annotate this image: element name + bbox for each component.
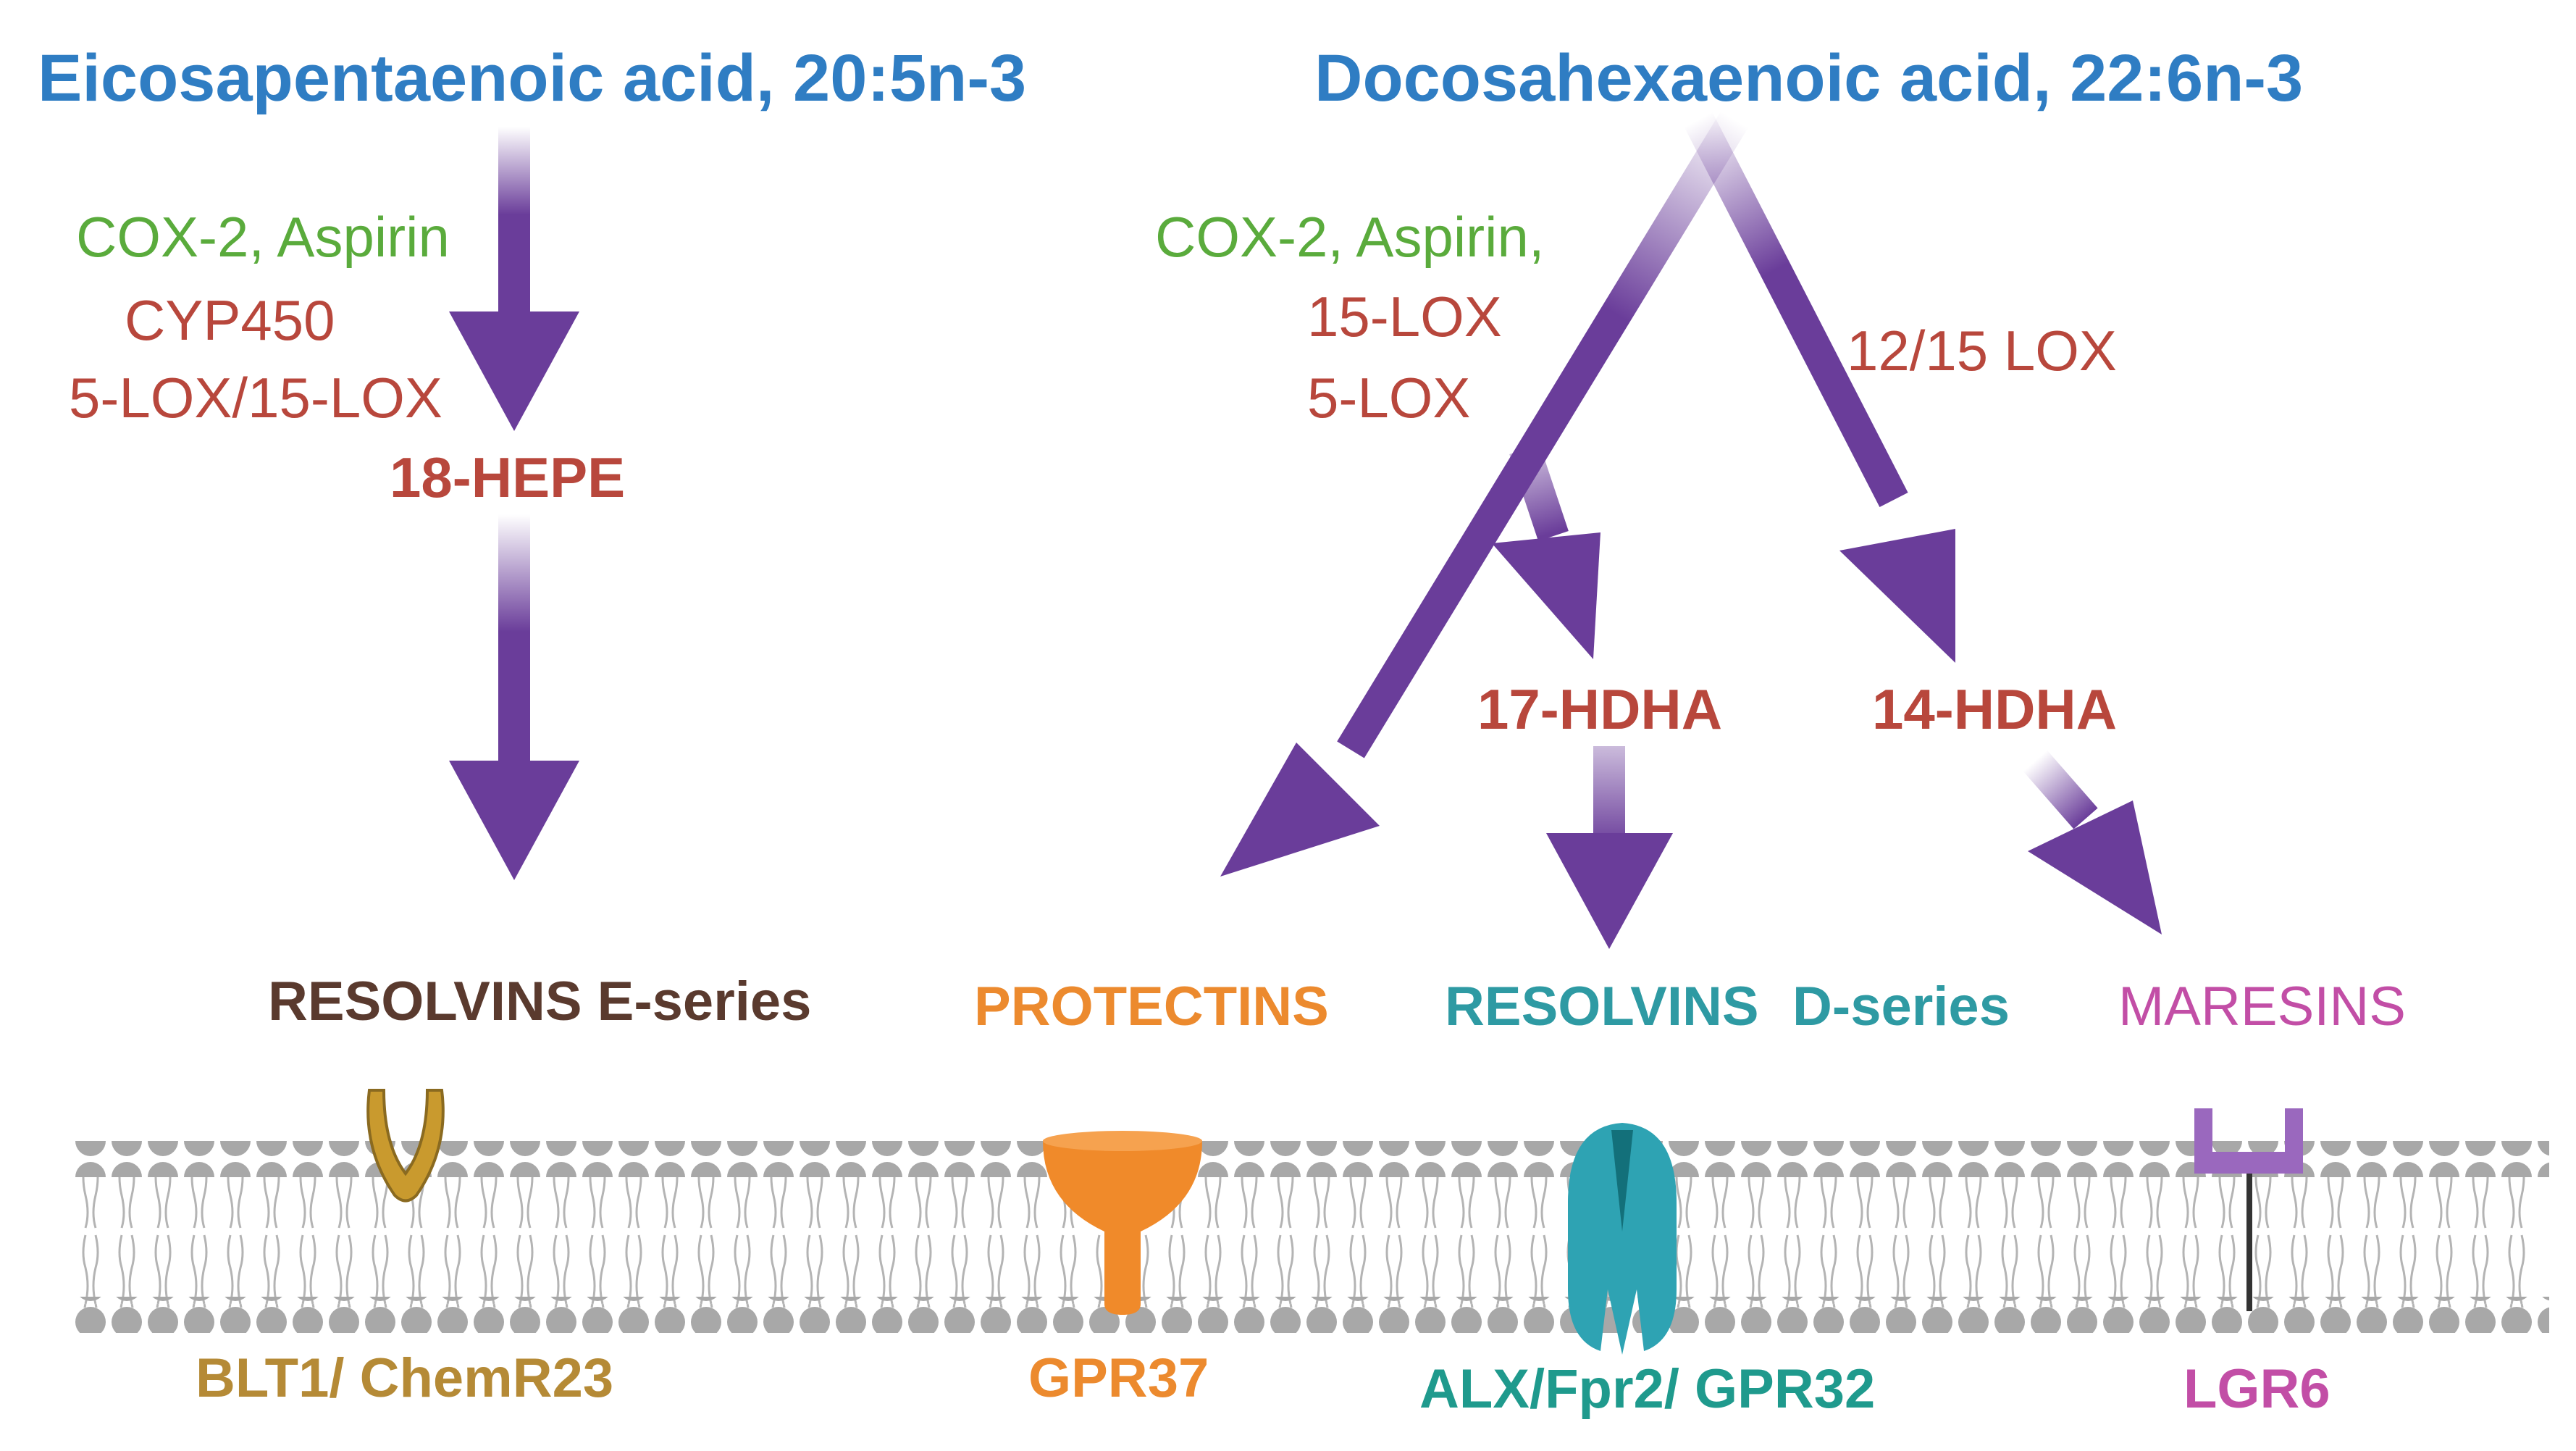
product-protectins: PROTECTINS bbox=[974, 976, 1329, 1037]
dha-enzyme-5lox: 5-LOX bbox=[1307, 366, 1471, 430]
dha-enzyme-cox2-aspirin: COX-2, Aspirin, bbox=[1155, 205, 1545, 269]
epa-arrow-to-18hepe bbox=[449, 127, 579, 431]
epa-enzyme-cox2-aspirin: COX-2, Aspirin bbox=[76, 205, 450, 269]
dha-intermediate-14hdha: 14-HDHA bbox=[1872, 677, 2118, 741]
funnel-receptor-icon bbox=[1043, 1131, 1202, 1315]
dha-enzyme-12-15lox: 12/15 LOX bbox=[1847, 319, 2117, 382]
lipid-bilayer-icon bbox=[72, 1141, 2549, 1333]
receptor-alx-fpr2-gpr32: ALX/Fpr2/ GPR32 bbox=[1419, 1358, 1876, 1420]
dha-enzyme-15lox: 15-LOX bbox=[1307, 285, 1502, 348]
epa-intermediate-18hepe: 18-HEPE bbox=[390, 446, 626, 509]
arrow-17hdha-to-resolvins-d bbox=[1546, 746, 1673, 949]
epa-arrow-to-resolvins-e bbox=[449, 514, 579, 880]
receptor-lgr6: LGR6 bbox=[2183, 1358, 2330, 1420]
epa-enzyme-cyp450: CYP450 bbox=[125, 288, 335, 352]
product-resolvins-e-series: RESOLVINS E-series bbox=[268, 971, 812, 1032]
receptor-blt1-chemr23: BLT1/ ChemR23 bbox=[196, 1347, 614, 1409]
epa-enzyme-lox: 5-LOX/15-LOX bbox=[69, 366, 442, 430]
dha-arrow-to-17hdha bbox=[1492, 444, 1600, 659]
receptor-gpr37: GPR37 bbox=[1028, 1347, 1209, 1409]
dha-intermediate-17hdha: 17-HDHA bbox=[1477, 677, 1723, 741]
fork-receptor-icon bbox=[2194, 1108, 2303, 1311]
product-resolvins-d: RESOLVINS bbox=[1445, 976, 1759, 1037]
product-resolvins-d-series: D-series bbox=[1792, 976, 2010, 1037]
dha-arrow-to-14hdha bbox=[1684, 112, 1955, 663]
product-maresins: MARESINS bbox=[2118, 976, 2406, 1037]
v-shaped-receptor-icon bbox=[366, 1089, 445, 1203]
dha-title: Docosahexaenoic acid, 22:6n-3 bbox=[1314, 41, 2304, 115]
epa-title: Eicosapentaenoic acid, 20:5n-3 bbox=[38, 41, 1027, 115]
channel-receptor-icon bbox=[1568, 1123, 1677, 1355]
arrow-14hdha-to-maresins bbox=[2023, 750, 2162, 934]
dha-arrow-to-protectins bbox=[1220, 111, 1748, 877]
